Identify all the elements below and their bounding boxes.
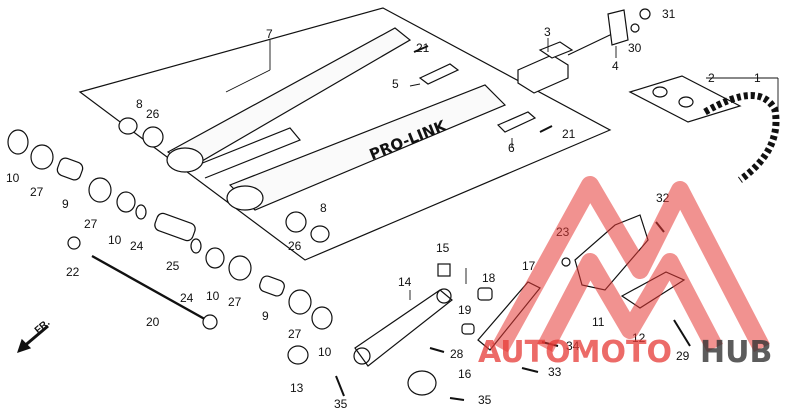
stopper-plate xyxy=(607,9,629,46)
washer-30 xyxy=(630,23,640,33)
shock-arm xyxy=(354,289,453,367)
callout: 13 xyxy=(290,381,304,395)
watermark-text-left: AUTOMOTO xyxy=(478,335,672,370)
callout: 27 xyxy=(288,327,302,341)
chain-adjuster xyxy=(517,33,613,94)
callout: 17 xyxy=(522,259,536,273)
callout: 35 xyxy=(478,393,492,407)
pivot-nut xyxy=(67,236,81,250)
callout: 27 xyxy=(30,185,44,199)
callout: 9 xyxy=(262,309,269,323)
callout: 35 xyxy=(334,397,348,411)
callout: 16 xyxy=(458,367,472,381)
callout: 8 xyxy=(320,201,327,215)
pivot-parts-left xyxy=(7,129,333,330)
watermark: AUTOMOTO HUB xyxy=(478,176,772,370)
callout: 8 xyxy=(136,97,143,111)
callout: 10 xyxy=(108,233,122,247)
callout: 1 xyxy=(754,71,761,85)
pivot-bolt xyxy=(91,254,211,324)
callout: 15 xyxy=(436,241,450,255)
callout: 28 xyxy=(450,347,464,361)
swingarm: PRO-LINK xyxy=(166,27,507,211)
slider-plate-5 xyxy=(418,63,460,85)
callout: 25 xyxy=(166,259,180,273)
callout: 27 xyxy=(84,217,98,231)
slider-plate-6 xyxy=(496,111,537,133)
callout: 6 xyxy=(508,141,515,155)
callout: 22 xyxy=(66,265,80,279)
callout: 10 xyxy=(206,289,220,303)
callout: 14 xyxy=(398,275,412,289)
callout: 10 xyxy=(6,171,20,185)
callout: 27 xyxy=(228,295,242,309)
callout: 21 xyxy=(416,41,430,55)
front-arrow xyxy=(17,324,49,353)
callout: 24 xyxy=(180,291,194,305)
callout: 7 xyxy=(266,27,273,41)
callout: 34 xyxy=(566,339,580,353)
callout: 33 xyxy=(548,365,562,379)
callout: 24 xyxy=(130,239,144,253)
callout: 20 xyxy=(146,315,160,329)
watermark-triangles-icon xyxy=(492,176,770,353)
nut-31 xyxy=(639,8,651,20)
callout: 26 xyxy=(146,107,160,121)
front-marker: FR. xyxy=(33,317,53,336)
callout: 19 xyxy=(458,303,472,317)
watermark-text-right: HUB xyxy=(700,335,772,370)
callout: 4 xyxy=(612,59,619,73)
callout: 30 xyxy=(628,41,642,55)
callout: 11 xyxy=(592,315,605,329)
callout: 21 xyxy=(562,127,576,141)
callout: 18 xyxy=(482,271,496,285)
callout: 31 xyxy=(662,7,676,21)
callout: 9 xyxy=(62,197,69,211)
drive-chain xyxy=(628,75,780,183)
callout: 2 xyxy=(708,71,715,85)
callout: 10 xyxy=(318,345,332,359)
callout: 5 xyxy=(392,77,399,91)
callout: 3 xyxy=(544,25,551,39)
callout: 26 xyxy=(288,239,302,253)
callout: 29 xyxy=(676,349,690,363)
